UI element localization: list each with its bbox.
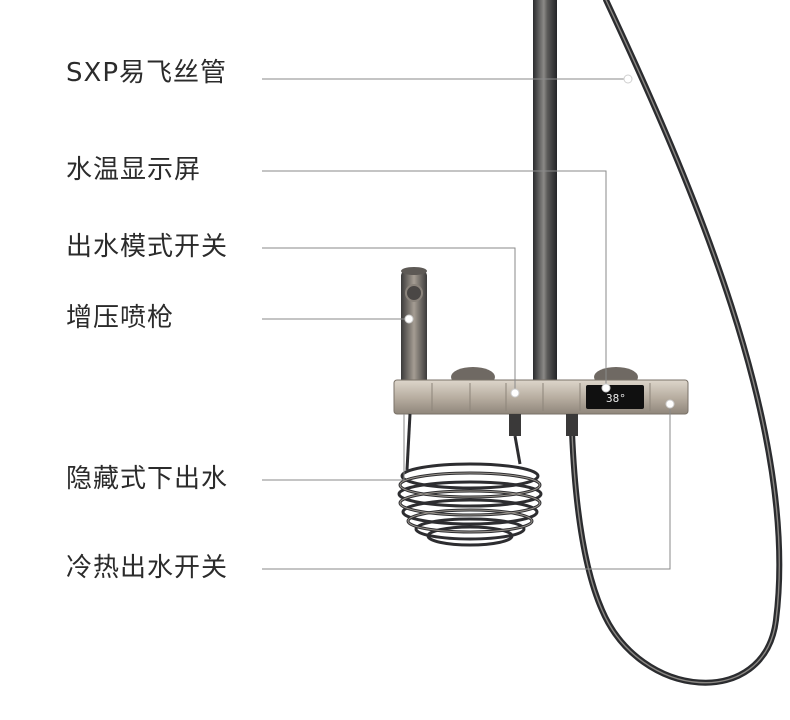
label-mode-switch: 出水模式开关 (66, 232, 229, 262)
label-hot-cold-switch: 冷热出水开关 (66, 553, 229, 583)
temperature-display (586, 385, 644, 409)
label-spray-gun: 增压喷枪 (66, 303, 175, 333)
shower-hose (569, 0, 783, 686)
temperature-reading: 38° (606, 392, 626, 405)
callout-dots (404, 74, 675, 409)
riser-pole (533, 0, 557, 386)
label-hidden-outlet: 隐藏式下出水 (66, 464, 229, 494)
label-temperature-display: 水温显示屏 (66, 155, 202, 185)
callout-leader-lines (262, 78, 671, 570)
label-hose: SXP易飞丝管 (66, 58, 227, 88)
spray-gun-body (401, 270, 427, 388)
